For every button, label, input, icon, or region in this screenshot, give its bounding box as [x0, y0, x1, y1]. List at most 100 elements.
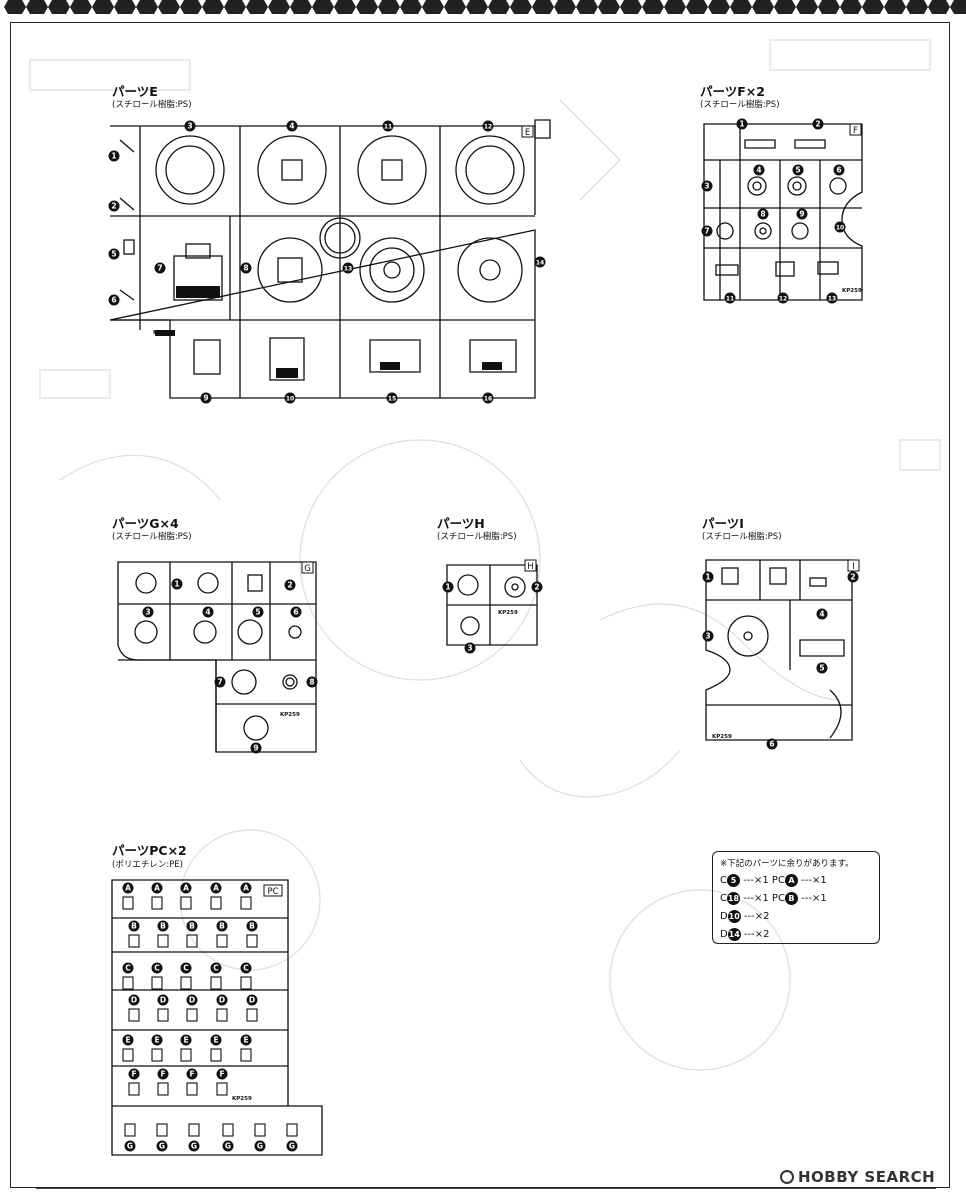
runner-i-stamp: KP259 [712, 734, 732, 740]
part-f-number-4: 4 [753, 164, 765, 176]
svg-text:13: 13 [828, 296, 836, 303]
spare-part-number-icon: A [784, 873, 798, 887]
parts-pc-material: (ポリエチレン:PE) [112, 860, 183, 870]
part-g-number-5: 5 [252, 606, 264, 618]
svg-text:C: C [243, 964, 249, 973]
watermark-text: HOBBY SEARCH [798, 1168, 936, 1186]
part-pc-F-4: F [216, 1068, 228, 1080]
spare-quantity: ---×2 [740, 929, 770, 940]
svg-text:D: D [131, 996, 137, 1005]
part-pc-E-2: E [151, 1034, 163, 1046]
spare-part-letter: D [720, 911, 728, 922]
svg-text:A: A [125, 884, 131, 893]
part-f-number-6: 6 [833, 164, 845, 176]
svg-text:1: 1 [445, 583, 450, 592]
svg-text:5: 5 [111, 250, 116, 259]
svg-text:1: 1 [174, 580, 179, 589]
spare-quantity: ---×1 [739, 875, 772, 886]
spare-row-4: D14 ---×2 [720, 926, 872, 944]
svg-text:B: B [249, 922, 255, 931]
svg-text:A: A [213, 884, 219, 893]
spare-row-3: D10 ---×2 [720, 908, 872, 926]
part-pc-D-5: D [246, 994, 258, 1006]
part-h-number-3: 3 [464, 642, 476, 654]
svg-text:8: 8 [760, 210, 765, 219]
svg-text:11: 11 [384, 124, 392, 131]
svg-text:G: G [191, 1142, 197, 1151]
svg-text:G: G [225, 1142, 231, 1151]
spare-part-number-icon: 10 [727, 909, 741, 923]
part-pc-C-5: C [240, 962, 252, 974]
part-f-number-10: 10 [834, 221, 846, 233]
spare-part-letter: D [720, 929, 728, 940]
part-e-number-7: 7 [154, 262, 166, 274]
part-pc-A-5: A [240, 882, 252, 894]
part-e-number-2: 2 [108, 200, 120, 212]
svg-text:A: A [183, 884, 189, 893]
svg-text:8: 8 [243, 264, 248, 273]
svg-text:7: 7 [157, 264, 162, 273]
svg-text:5: 5 [795, 166, 800, 175]
part-f-number-8: 8 [757, 208, 769, 220]
part-pc-G-4: G [222, 1140, 234, 1152]
svg-text:9: 9 [253, 744, 258, 753]
part-e-number-8: 8 [240, 262, 252, 274]
part-pc-D-1: D [128, 994, 140, 1006]
part-pc-E-4: E [210, 1034, 222, 1046]
svg-text:2: 2 [111, 202, 116, 211]
svg-text:1: 1 [705, 573, 710, 582]
part-g-number-9: 9 [250, 742, 262, 754]
part-f-number-9: 9 [796, 208, 808, 220]
svg-text:D: D [160, 996, 166, 1005]
runner-h-tag: H [524, 559, 537, 572]
spare-part-letter: PC [771, 875, 785, 886]
part-pc-B-5: B [246, 920, 258, 932]
parts-i-title: パーツI [702, 516, 744, 531]
svg-text:G: G [304, 564, 311, 574]
parts-g-title: パーツG×4 [112, 516, 179, 531]
svg-text:3: 3 [187, 122, 192, 131]
part-pc-E-5: E [240, 1034, 252, 1046]
svg-text:E: E [525, 128, 530, 138]
parts-pc-title: パーツPC×2 [112, 843, 187, 858]
runner-pc-stamp: KP259 [232, 1096, 252, 1102]
runner-e-tag: E [521, 125, 534, 138]
svg-text:I: I [852, 562, 855, 572]
svg-text:13: 13 [344, 266, 352, 273]
runner-h-stamp: KP259 [498, 610, 518, 616]
svg-text:8: 8 [309, 678, 314, 687]
hobby-search-watermark: HOBBY SEARCH [780, 1168, 935, 1186]
spare-part-letter: PC [771, 893, 785, 904]
part-e-number-15: 15 [386, 392, 398, 404]
svg-text:1: 1 [111, 152, 116, 161]
part-e-number-1: 1 [108, 150, 120, 162]
part-pc-G-2: G [156, 1140, 168, 1152]
spare-part-number-icon: 5 [726, 873, 740, 887]
svg-text:E: E [125, 1036, 130, 1045]
part-pc-F-3: F [186, 1068, 198, 1080]
part-pc-A-4: A [210, 882, 222, 894]
svg-text:4: 4 [819, 610, 824, 619]
parts-e-title: パーツE [112, 84, 158, 99]
parts-f-title: パーツF×2 [700, 84, 765, 99]
part-pc-E-3: E [180, 1034, 192, 1046]
svg-text:F: F [853, 126, 858, 136]
svg-text:15: 15 [388, 396, 396, 403]
part-g-number-6: 6 [290, 606, 302, 618]
parts-g-material: (スチロール樹脂:PS) [112, 532, 192, 542]
part-pc-G-3: G [188, 1140, 200, 1152]
part-e-number-16: 16 [482, 392, 494, 404]
svg-text:3: 3 [704, 182, 709, 191]
svg-text:4: 4 [205, 608, 210, 617]
part-pc-C-3: C [180, 962, 192, 974]
svg-text:6: 6 [836, 166, 841, 175]
svg-text:6: 6 [111, 296, 116, 305]
svg-text:5: 5 [819, 664, 824, 673]
svg-text:A: A [154, 884, 160, 893]
svg-text:A: A [243, 884, 249, 893]
runner-f-stamp: KP259 [842, 288, 862, 294]
